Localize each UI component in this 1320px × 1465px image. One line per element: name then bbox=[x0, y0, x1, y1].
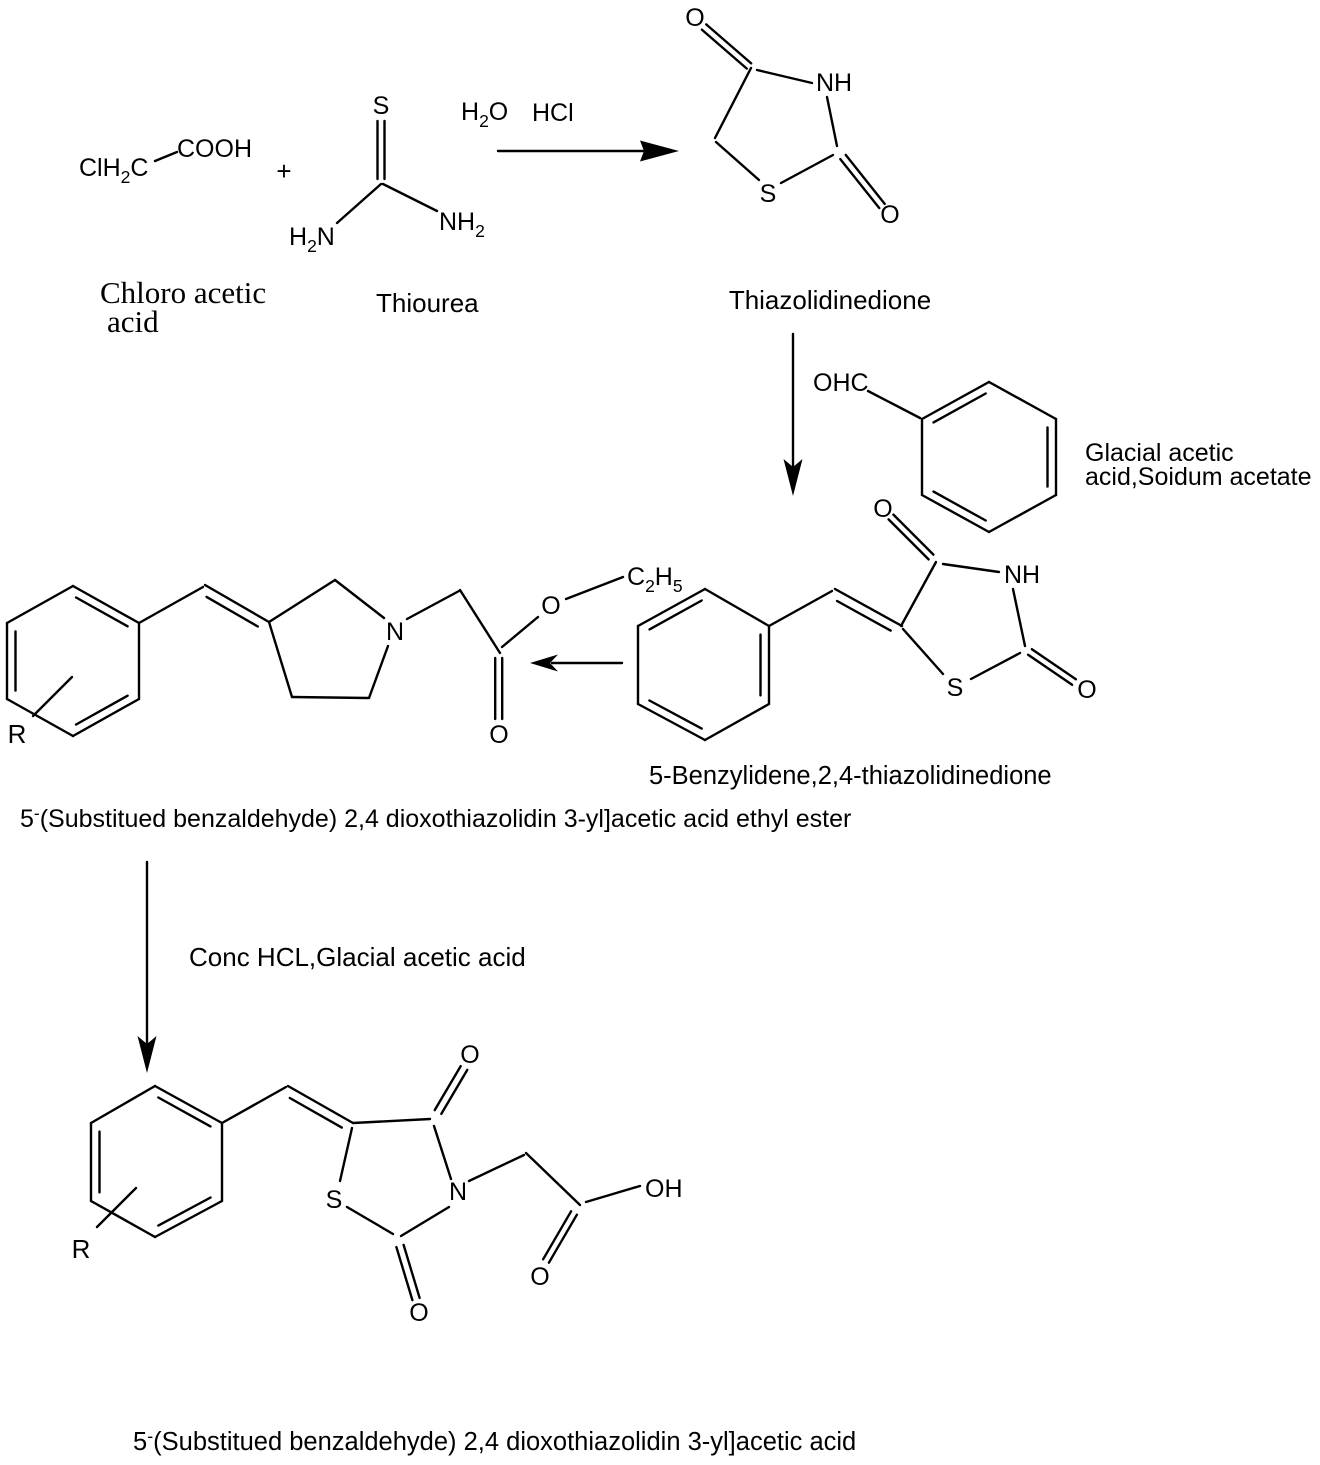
svg-text:O: O bbox=[489, 721, 508, 749]
svg-text:O: O bbox=[685, 4, 704, 32]
svg-text:H2O: H2O bbox=[461, 98, 508, 131]
svg-text:N: N bbox=[386, 618, 404, 646]
svg-text:S: S bbox=[760, 180, 777, 208]
svg-text:O: O bbox=[1077, 676, 1096, 704]
svg-text:C2H5: C2H5 bbox=[627, 563, 683, 596]
svg-text:5-Benzylidene,2,4-thiazolidine: 5-Benzylidene,2,4-thiazolidinedione bbox=[649, 762, 1052, 790]
svg-text:S: S bbox=[947, 674, 964, 702]
svg-text:ClH2C: ClH2C bbox=[79, 154, 148, 187]
svg-text:5-(Substitued benzaldehyde) 2,: 5-(Substitued benzaldehyde) 2,4 dioxothi… bbox=[133, 1426, 856, 1456]
svg-text:5-(Substitued benzaldehyde) 2,: 5-(Substitued benzaldehyde) 2,4 dioxothi… bbox=[20, 803, 851, 833]
svg-text:NH2: NH2 bbox=[439, 208, 485, 241]
svg-text:+: + bbox=[276, 156, 291, 186]
svg-text:acid: acid bbox=[107, 304, 159, 339]
svg-text:Glacial acetic: Glacial acetic bbox=[1085, 439, 1234, 467]
svg-text:Thiazolidinedione: Thiazolidinedione bbox=[729, 285, 931, 315]
svg-text:NH: NH bbox=[816, 69, 852, 97]
svg-text:H2N: H2N bbox=[289, 223, 335, 256]
svg-text:R: R bbox=[8, 719, 27, 749]
svg-text:Chloro acetic: Chloro acetic bbox=[100, 275, 266, 310]
svg-text:Thiourea: Thiourea bbox=[376, 288, 479, 318]
svg-text:O: O bbox=[880, 201, 899, 229]
svg-text:O: O bbox=[530, 1263, 549, 1291]
svg-text:R: R bbox=[72, 1234, 91, 1264]
svg-text:S: S bbox=[326, 1186, 343, 1214]
svg-text:HCl: HCl bbox=[532, 99, 574, 127]
svg-text:N: N bbox=[449, 1178, 467, 1206]
svg-text:OHC: OHC bbox=[813, 369, 869, 397]
svg-text:COOH: COOH bbox=[177, 135, 252, 163]
svg-text:acid,Soidum acetate: acid,Soidum acetate bbox=[1085, 463, 1312, 491]
svg-text:Conc HCL,Glacial acetic acid: Conc HCL,Glacial acetic acid bbox=[189, 942, 526, 972]
svg-text:NH: NH bbox=[1004, 561, 1040, 589]
svg-text:O: O bbox=[460, 1041, 479, 1069]
svg-text:OH: OH bbox=[645, 1175, 683, 1203]
svg-text:O: O bbox=[541, 592, 560, 620]
svg-text:S: S bbox=[373, 92, 390, 120]
svg-text:O: O bbox=[409, 1299, 428, 1327]
svg-text:O: O bbox=[873, 495, 892, 523]
